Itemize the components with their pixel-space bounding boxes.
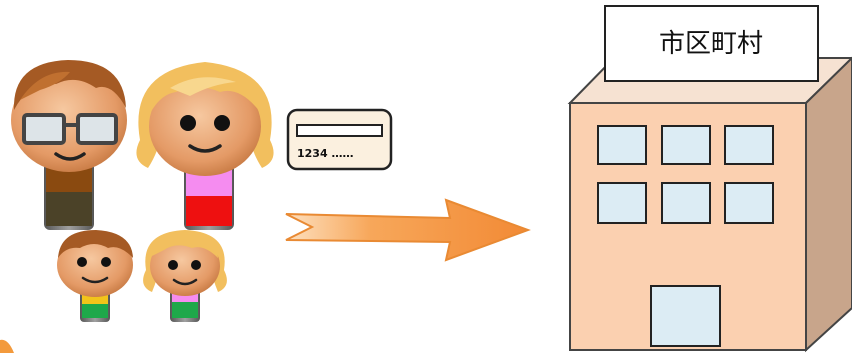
boy-figure: [57, 230, 133, 322]
window: [661, 125, 711, 165]
corner-decoration: [0, 339, 14, 353]
window: [597, 182, 647, 224]
window: [597, 125, 647, 165]
arrow-icon: [285, 198, 531, 262]
girl-figure: [143, 230, 227, 322]
father-figure: [11, 60, 127, 230]
glasses-icon: [22, 113, 118, 145]
office-sign-label: 市区町村: [659, 29, 763, 59]
mother-figure: [136, 62, 274, 230]
window: [661, 182, 711, 224]
office-sign: [604, 5, 819, 82]
door: [650, 285, 721, 347]
window: [724, 182, 774, 224]
card-number-text: 1234 ……: [297, 147, 353, 160]
id-card: 1234 ……: [286, 108, 393, 171]
municipal-office-building: 市区町村: [567, 5, 852, 353]
window: [724, 125, 774, 165]
